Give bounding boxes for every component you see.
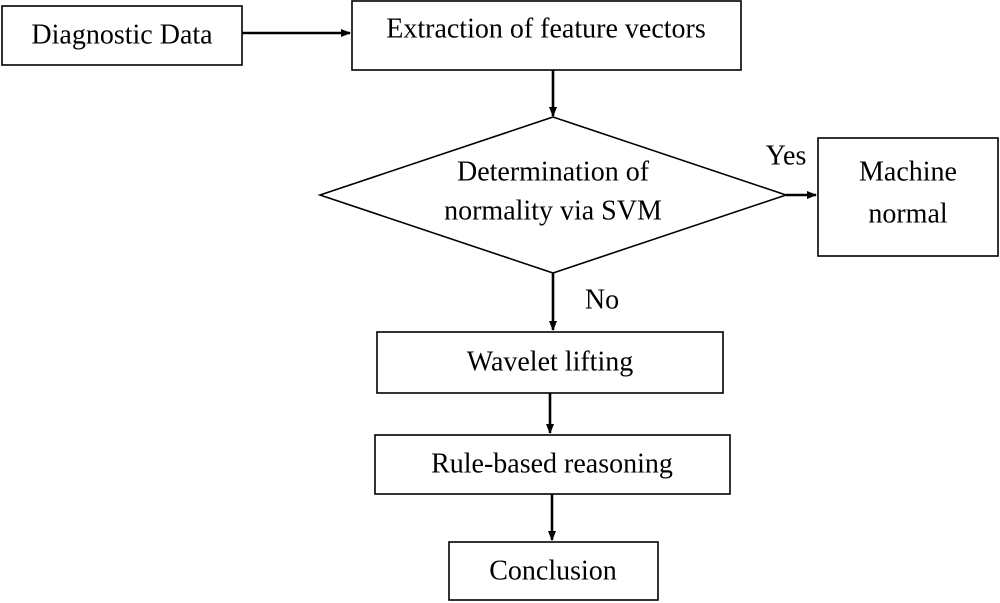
machine-normal-node: Machine normal [817, 137, 999, 257]
feature-extraction-node: Extraction of feature vectors [351, 0, 742, 71]
svm-decision-line-2: normality via SVM [444, 195, 662, 226]
svm-decision-line-1: Determination of [457, 156, 650, 187]
diagnostic-data-label: Diagnostic Data [31, 19, 213, 50]
wavelet-lifting-label: Wavelet lifting [467, 346, 633, 377]
no-label: No [585, 284, 619, 315]
rule-reasoning-node: Rule-based reasoning [374, 434, 731, 495]
conclusion-node: Conclusion [448, 541, 659, 601]
rule-reasoning-label: Rule-based reasoning [431, 448, 673, 479]
feature-extraction-label: Extraction of feature vectors [386, 13, 706, 44]
diagnostic-data-node: Diagnostic Data [1, 5, 243, 66]
conclusion-label: Conclusion [489, 555, 617, 586]
wavelet-lifting-node: Wavelet lifting [376, 331, 724, 394]
machine-normal-line-2: normal [868, 198, 948, 229]
machine-normal-line-1: Machine [859, 156, 957, 187]
yes-label: Yes [766, 140, 807, 171]
svm-decision-node: Determination of normality via SVM [317, 116, 789, 274]
